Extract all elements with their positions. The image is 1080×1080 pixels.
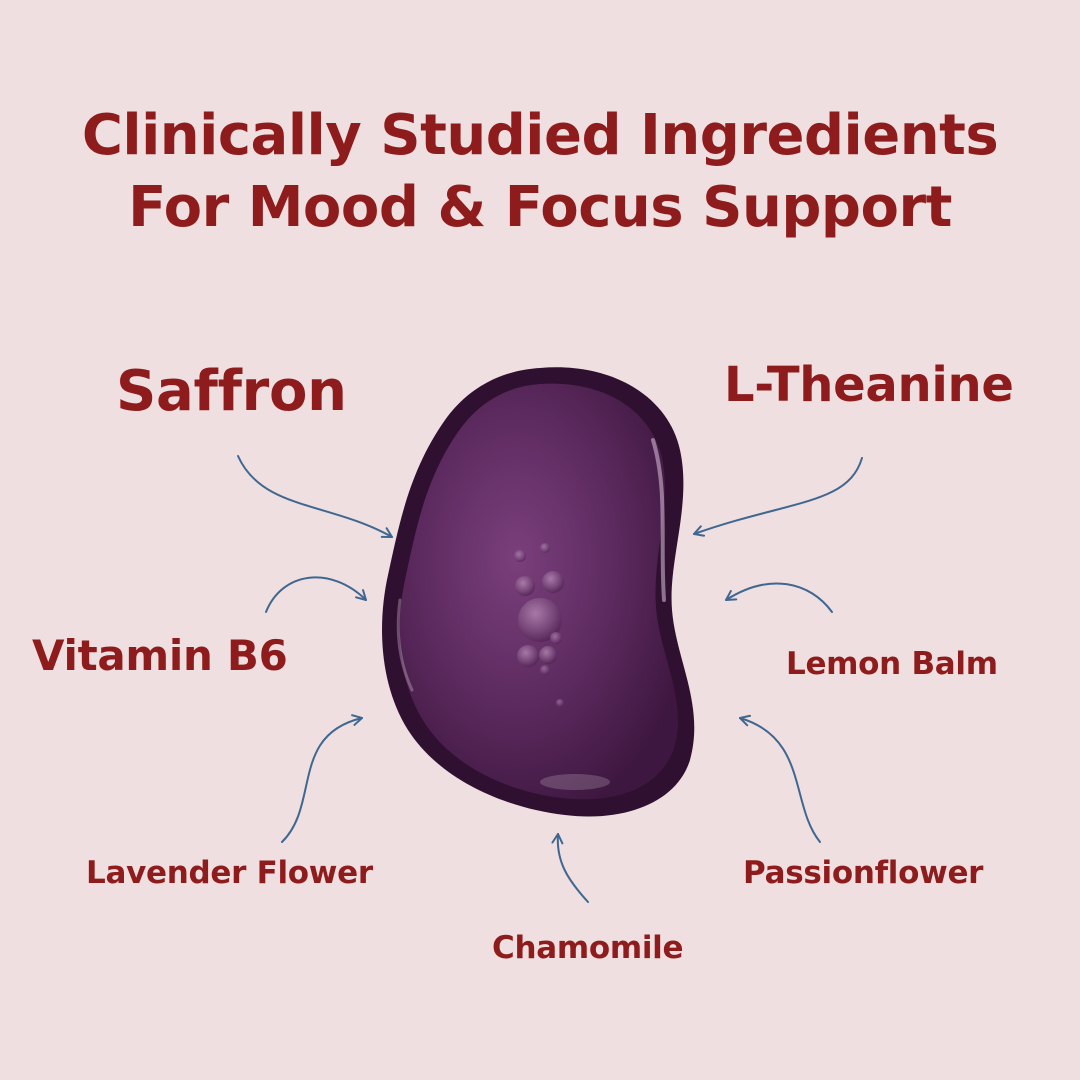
ingredient-label-lavender-flower: Lavender Flower [86, 855, 373, 891]
headline-line-1: Clinically Studied Ingredients [81, 103, 999, 168]
ingredient-label-chamomile: Chamomile [492, 930, 684, 966]
arrow-l-theanine [693, 457, 863, 537]
ingredient-label-saffron: Saffron [116, 359, 347, 424]
ingredient-label-passionflower: Passionflower [743, 855, 984, 891]
arrow-saffron [237, 455, 393, 538]
ingredient-label-vitamin-b6: Vitamin B6 [32, 631, 288, 680]
ingredient-label-l-theanine: L-Theanine [724, 357, 1014, 413]
arrow-lavender-flower [281, 714, 363, 843]
ingredient-label-lemon-balm: Lemon Balm [786, 646, 998, 682]
liquid-droplet-icon [382, 367, 695, 817]
arrow-vitamin-b6 [265, 576, 367, 613]
headline-line-2: For Mood & Focus Support [128, 175, 952, 240]
headline: Clinically Studied Ingredients For Mood … [0, 100, 1080, 244]
arrow-passionflower [739, 714, 821, 843]
arrow-chamomile [551, 833, 589, 903]
bubbles [514, 543, 564, 707]
arrow-lemon-balm [725, 582, 833, 613]
